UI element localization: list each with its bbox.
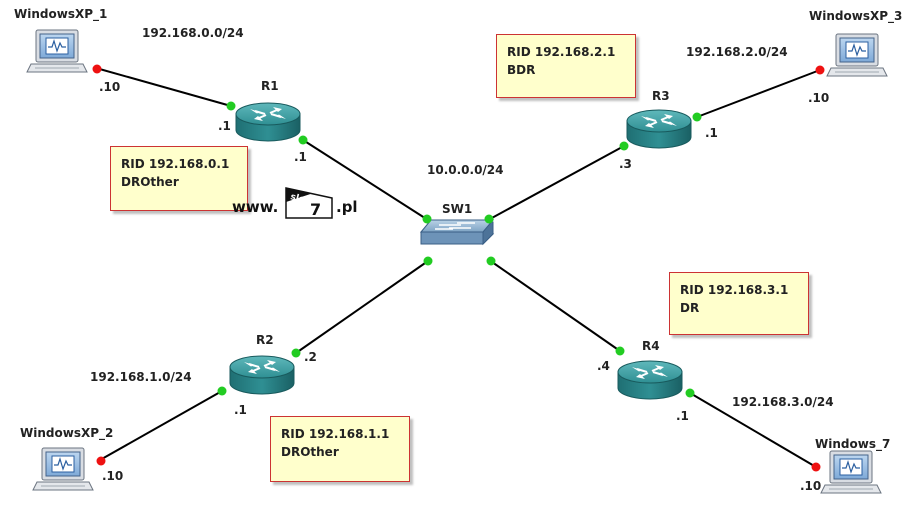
port-down-dot <box>811 462 821 472</box>
network-label-net0: 192.168.0.0/24 <box>142 26 244 40</box>
link-win7-r4[interactable] <box>689 392 817 468</box>
link-r3-sw1[interactable] <box>489 145 625 220</box>
device-label-r3: R3 <box>652 89 670 103</box>
port-up-dot <box>291 348 301 358</box>
network-label-net2: 192.168.2.0/24 <box>686 45 788 59</box>
interface-label-r3-core: .3 <box>619 157 632 171</box>
note-r4-rid: RID 192.168.3.1 <box>680 283 789 297</box>
note-r4-role: DR <box>680 301 700 315</box>
interface-label-win7: .10 <box>800 479 822 493</box>
interface-label-r1-core: .1 <box>294 150 307 164</box>
port-up-dot <box>422 214 432 224</box>
router-icon-r4[interactable] <box>617 360 683 400</box>
router-icon-r3[interactable] <box>626 109 692 149</box>
port-down-dot <box>815 65 825 75</box>
interface-label-r2-lan: .1 <box>234 403 247 417</box>
note-r1-rid: RID 192.168.0.1 <box>121 157 230 171</box>
note-r2-role: DROther <box>281 445 339 459</box>
link-winxp3-r3[interactable] <box>696 69 821 118</box>
network-label-core: 10.0.0.0/24 <box>427 163 504 177</box>
port-up-dot <box>685 388 695 398</box>
interface-label-r1-lan: .1 <box>218 119 231 133</box>
port-up-dot <box>692 112 702 122</box>
interface-label-winxp2: .10 <box>102 469 124 483</box>
port-up-dot <box>423 256 433 266</box>
device-label-winxp3: WindowsXP_3 <box>809 9 903 23</box>
device-label-r4: R4 <box>642 339 660 353</box>
watermark-box-num: 7 <box>310 200 321 219</box>
router-icon-r1[interactable] <box>235 102 301 142</box>
port-down-dot <box>92 64 102 74</box>
note-r3-rid: RID 192.168.2.1 <box>507 45 616 59</box>
note-r3[interactable]: RID 192.168.2.1 BDR <box>496 34 636 98</box>
watermark-suffix: .pl <box>336 198 358 216</box>
link-r2-sw1[interactable] <box>295 260 429 354</box>
watermark-badge: slow 7 <box>285 187 333 219</box>
links <box>95 67 821 468</box>
port-up-dot <box>484 214 494 224</box>
port-up-dot <box>615 346 625 356</box>
interface-label-r3-lan: .1 <box>705 126 718 140</box>
computer-icon-winxp2[interactable] <box>32 447 94 491</box>
note-r1[interactable]: RID 192.168.0.1 DROther <box>110 146 248 211</box>
port-up-dot <box>217 386 227 396</box>
interface-label-winxp1: .10 <box>99 80 121 94</box>
interface-label-winxp3: .10 <box>808 91 830 105</box>
link-r4-sw1[interactable] <box>491 261 621 352</box>
computer-icon-winxp1[interactable] <box>26 29 88 73</box>
link-winxp1-r1[interactable] <box>95 67 232 107</box>
computer-icon-win7[interactable] <box>820 450 882 494</box>
device-label-sw1: SW1 <box>442 202 473 216</box>
note-r1-role: DROther <box>121 175 179 189</box>
interface-label-r2-core: .2 <box>304 350 317 364</box>
device-label-winxp2: WindowsXP_2 <box>20 426 114 440</box>
network-label-net1: 192.168.1.0/24 <box>90 370 192 384</box>
port-up-dot <box>226 101 236 111</box>
port-up-dot <box>619 141 629 151</box>
device-label-winxp1: WindowsXP_1 <box>14 7 108 21</box>
router-icon-r2[interactable] <box>229 355 295 395</box>
port-down-dot <box>96 456 106 466</box>
note-r2[interactable]: RID 192.168.1.1 DROther <box>270 416 410 482</box>
port-up-dot <box>298 135 308 145</box>
device-label-r1: R1 <box>261 79 279 93</box>
network-label-net3: 192.168.3.0/24 <box>732 395 834 409</box>
note-r2-rid: RID 192.168.1.1 <box>281 427 390 441</box>
link-r1-sw1[interactable] <box>302 139 429 221</box>
switch-icon-sw1[interactable] <box>419 219 495 246</box>
port-status-dots <box>92 64 825 472</box>
interface-label-r4-core: .4 <box>597 359 610 373</box>
device-label-win7: Windows_7 <box>815 437 891 451</box>
interface-label-r4-lan: .1 <box>676 409 689 423</box>
note-r4[interactable]: RID 192.168.3.1 DR <box>669 272 809 335</box>
computer-icon-winxp3[interactable] <box>826 33 888 77</box>
device-label-r2: R2 <box>256 333 274 347</box>
link-winxp2-r2[interactable] <box>99 390 223 461</box>
watermark-logo: www. slow 7 .pl <box>232 184 362 224</box>
port-up-dot <box>486 256 496 266</box>
note-r3-role: BDR <box>507 63 536 77</box>
watermark-prefix: www. <box>232 198 279 216</box>
